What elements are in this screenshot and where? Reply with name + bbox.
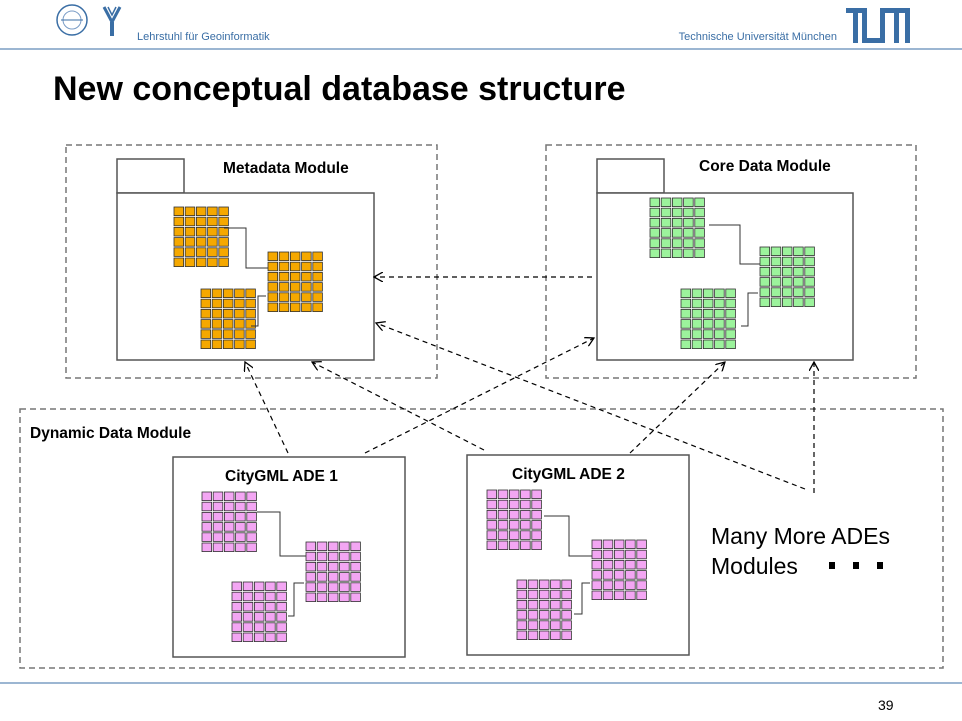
dynamic-module-label: Dynamic Data Module — [30, 425, 192, 442]
ade2-grid-3 — [516, 579, 572, 641]
core-grid-2 — [759, 246, 815, 308]
ade2-grid-2 — [591, 539, 647, 601]
university-seal-icon — [56, 4, 88, 36]
metadata-grid-1 — [173, 206, 229, 268]
ade1-grid-3 — [231, 581, 287, 643]
ade2-grid-1 — [486, 489, 542, 551]
ade1-grid-2 — [305, 541, 361, 603]
page-title: New conceptual database structure — [53, 70, 626, 108]
table-grids — [173, 197, 815, 643]
metadata-module-frame — [65, 144, 438, 379]
more-line-1: Many More ADEs — [711, 523, 890, 549]
page-number: 39 — [878, 697, 894, 713]
metadata-grid-2 — [267, 251, 323, 313]
arrow-ade1-to-core — [364, 338, 594, 454]
chair-logo-icon — [102, 6, 122, 36]
core-module-label: Core Data Module — [699, 158, 831, 175]
more-line-2: Modules — [711, 553, 798, 579]
dynamic-module-frame — [19, 408, 944, 669]
ellipsis-icon — [829, 562, 883, 569]
ade1-box — [172, 456, 406, 658]
arrow-more-to-metadata — [376, 323, 806, 490]
metadata-module-label: Metadata Module — [223, 160, 349, 177]
metadata-grid-3 — [200, 288, 256, 350]
tum-logo-icon — [846, 8, 910, 43]
ade1-grid-1 — [201, 491, 257, 553]
ade1-label: CityGML ADE 1 — [225, 468, 338, 485]
metadata-package — [116, 158, 375, 361]
dependency-arrows — [245, 277, 814, 493]
core-grid-3 — [680, 288, 736, 350]
arrow-ade1-to-metadata — [245, 362, 289, 454]
core-module-frame — [545, 144, 917, 379]
header-university-name: Technische Universität München — [678, 31, 837, 43]
core-grid-1 — [649, 197, 705, 259]
grid-connectors — [224, 224, 760, 617]
header-chair-name: Lehrstuhl für Geoinformatik — [137, 31, 270, 43]
arrow-ade2-to-core — [629, 362, 725, 454]
more-ades-text: Many More ADEs Modules — [711, 521, 890, 581]
ade2-label: CityGML ADE 2 — [512, 466, 625, 483]
ade2-box — [466, 454, 690, 656]
core-package — [596, 158, 854, 361]
